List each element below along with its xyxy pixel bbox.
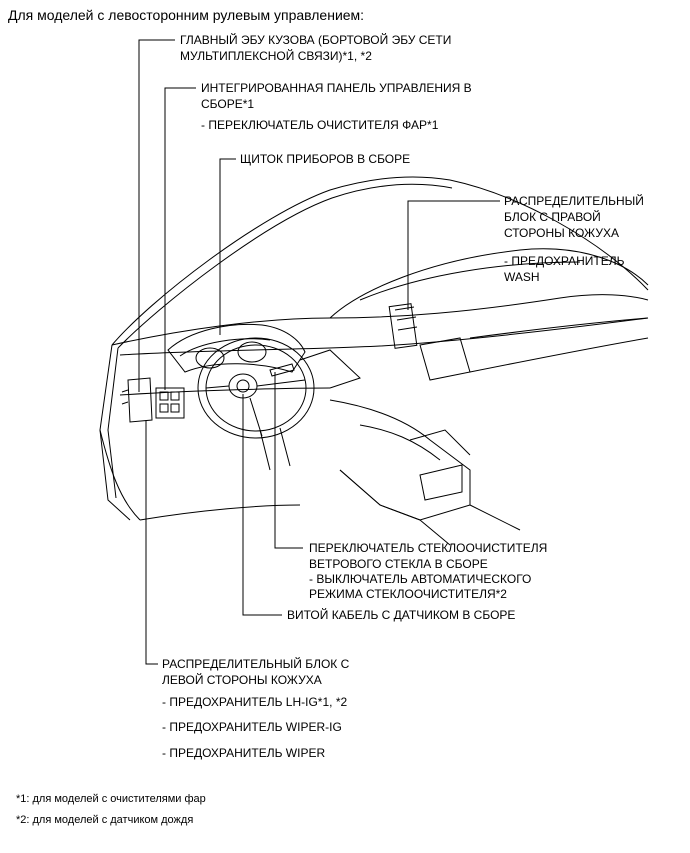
label-fuse-lh-ig: - ПРЕДОХРАНИТЕЛЬ LH-IG*1, *2 bbox=[162, 695, 348, 709]
footnote-1: *1: для моделей с очистителями фар bbox=[16, 793, 206, 805]
leader-right-junction-block bbox=[407, 200, 500, 310]
diagram-heading: Для моделей с левосторонним рулевым упра… bbox=[8, 7, 365, 23]
right-junction-block bbox=[388, 303, 418, 349]
label-wiper-switch-line2: ВЕТРОВОГО СТЕКЛА В СБОРЕ bbox=[309, 557, 488, 571]
label-wiper-switch-line1: ПЕРЕКЛЮЧАТЕЛЬ СТЕКЛООЧИСТИТЕЛЯ bbox=[309, 541, 548, 555]
label-fuse-wash-line1: - ПРЕДОХРАНИТЕЛЬ bbox=[504, 254, 625, 268]
combination-meter bbox=[167, 323, 306, 373]
center-console bbox=[329, 399, 471, 521]
footnote-2: *2: для моделей с датчиком дождя bbox=[16, 814, 194, 826]
label-left-junction-block-line1: РАСПРЕДЕЛИТЕЛЬНЫЙ БЛОК С bbox=[162, 657, 350, 671]
label-body-ecu-line2: МУЛЬТИПЛЕКСНОЙ СВЯЗИ)*1, *2 bbox=[180, 49, 372, 63]
leader-combination-meter bbox=[219, 158, 236, 335]
leader-spiral-cable bbox=[242, 394, 282, 616]
label-right-junction-block-line3: СТОРОНЫ КОЖУХА bbox=[504, 226, 619, 240]
windshield-edge bbox=[111, 176, 451, 346]
label-combination-meter: ЩИТОК ПРИБОРОВ В СБОРЕ bbox=[240, 152, 411, 166]
label-auto-wiper-switch-line1: - ВЫКЛЮЧАТЕЛЬ АВТОМАТИЧЕСКОГО bbox=[309, 572, 532, 586]
integrated-control-panel bbox=[155, 387, 185, 419]
label-fuse-wiper: - ПРЕДОХРАНИТЕЛЬ WIPER bbox=[162, 746, 326, 760]
leader-control-panel bbox=[164, 87, 196, 390]
leader-wiper-switch bbox=[274, 372, 303, 549]
label-left-junction-block-line2: ЛЕВОЙ СТОРОНЫ КОЖУХА bbox=[162, 673, 322, 687]
label-control-panel-line1: ИНТЕГРИРОВАННАЯ ПАНЕЛЬ УПРАВЛЕНИЯ В bbox=[201, 81, 472, 95]
steering-wheel bbox=[197, 337, 315, 439]
label-right-junction-block-line1: РАСПРЕДЕЛИТЕЛЬНЫЙ bbox=[504, 194, 644, 208]
left-junction-block bbox=[127, 377, 153, 423]
label-body-ecu-line1: ГЛАВНЫЙ ЭБУ КУЗОВА (БОРТОВОЙ ЭБУ СЕТИ bbox=[180, 33, 452, 47]
dashboard-top bbox=[111, 294, 649, 346]
label-auto-wiper-switch-line2: РЕЖИМА СТЕКЛООЧИСТИТЕЛЯ*2 bbox=[309, 587, 507, 601]
label-headlamp-cleaner-switch: - ПЕРЕКЛЮЧАТЕЛЬ ОЧИСТИТЕЛЯ ФАР*1 bbox=[201, 118, 439, 132]
label-fuse-wash-line2: WASH bbox=[504, 270, 540, 284]
leader-body-ecu bbox=[138, 39, 175, 392]
label-control-panel-line2: СБОРЕ*1 bbox=[201, 97, 255, 111]
label-spiral-cable: ВИТОЙ КАБЕЛЬ С ДАТЧИКОМ В СБОРЕ bbox=[287, 608, 516, 622]
label-fuse-wiper-ig: - ПРЕДОХРАНИТЕЛЬ WIPER-IG bbox=[162, 720, 342, 734]
leader-left-junction-block bbox=[145, 420, 158, 665]
label-right-junction-block-line2: БЛОК С ПРАВОЙ bbox=[504, 210, 601, 224]
